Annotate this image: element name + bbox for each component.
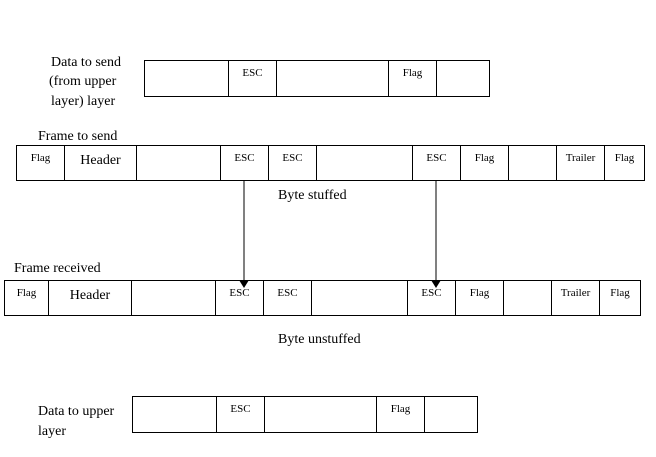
frame-received-row: Flag Header ESC ESC ESC Flag Trailer Fla…: [4, 280, 641, 316]
frame-received-cell-text: Header: [69, 288, 111, 303]
data-to-send-cell-esc: ESC: [228, 60, 277, 97]
data-to-upper-label-line1: Data to upper: [38, 404, 115, 419]
frame-received-cell-header: Header: [48, 280, 132, 316]
frame-to-send-cell: [136, 145, 221, 181]
frame-to-send-cell: [316, 145, 413, 181]
byte-unstuffed-caption: Byte unstuffed: [278, 332, 361, 347]
frame-received-cell: [503, 280, 552, 316]
data-to-send-cell-flag: Flag: [388, 60, 437, 97]
byte-stuffed-caption: Byte stuffed: [278, 188, 347, 203]
frame-received-cell-text: ESC: [421, 287, 442, 299]
data-to-upper-cell-esc: ESC: [216, 396, 265, 433]
frame-to-send-cell-text: Trailer: [565, 152, 596, 164]
data-to-upper-cell-flag: Flag: [376, 396, 425, 433]
frame-received-cell-text: Flag: [16, 287, 37, 299]
frame-to-send-cell-esc: ESC: [412, 145, 461, 181]
frame-received-cell: [311, 280, 408, 316]
frame-to-send-cell-text: ESC: [282, 152, 303, 164]
data-to-send-cell-text: ESC: [242, 67, 263, 79]
frame-to-send-cell: [508, 145, 557, 181]
data-to-send-label-line2: (from upper: [49, 74, 117, 89]
frame-to-send-cell-flag: Flag: [604, 145, 645, 181]
data-to-send-cell: [144, 60, 229, 97]
frame-received-cell-text: Flag: [469, 287, 490, 299]
data-to-upper-row: ESC Flag: [132, 396, 478, 433]
frame-to-send-cell-header: Header: [64, 145, 137, 181]
frame-received-cell-esc: ESC: [215, 280, 264, 316]
frame-to-send-cell-text: Flag: [30, 152, 51, 164]
frame-to-send-row: Flag Header ESC ESC ESC Flag Trailer Fla…: [16, 145, 645, 181]
frame-to-send-cell-text: Header: [80, 153, 121, 168]
frame-received-cell-trailer: Trailer: [551, 280, 600, 316]
frame-received-cell-text: Trailer: [560, 287, 591, 299]
data-to-send-label-line1: Data to send: [51, 55, 121, 70]
frame-received-cell-text: ESC: [277, 287, 298, 299]
frame-to-send-cell-flag: Flag: [460, 145, 509, 181]
frame-to-send-cell-esc: ESC: [220, 145, 269, 181]
frame-received-cell-flag: Flag: [455, 280, 504, 316]
frame-to-send-cell-text: Flag: [474, 152, 495, 164]
data-to-send-cell-text: Flag: [402, 67, 423, 79]
data-to-send-cell: [436, 60, 490, 97]
frame-received-cell: [131, 280, 216, 316]
frame-to-send-cell-trailer: Trailer: [556, 145, 605, 181]
frame-received-cell-flag: Flag: [4, 280, 49, 316]
frame-to-send-label: Frame to send: [38, 129, 118, 144]
data-to-send-row: ESC Flag: [144, 60, 490, 97]
data-to-upper-cell-text: ESC: [230, 403, 251, 415]
data-to-send-label-line3: layer) layer: [51, 94, 116, 109]
data-to-upper-cell: [424, 396, 478, 433]
data-to-upper-cell: [264, 396, 377, 433]
data-to-upper-label-line2: layer: [38, 424, 66, 439]
data-to-send-cell: [276, 60, 389, 97]
frame-received-cell-flag: Flag: [599, 280, 641, 316]
data-to-upper-cell-text: Flag: [390, 403, 411, 415]
frame-to-send-cell-text: Flag: [614, 152, 635, 164]
frame-received-cell-esc: ESC: [263, 280, 312, 316]
frame-to-send-cell-esc: ESC: [268, 145, 317, 181]
frame-received-cell-text: Flag: [610, 287, 630, 299]
frame-received-cell-text: ESC: [229, 287, 250, 299]
frame-received-label: Frame received: [14, 261, 101, 276]
frame-to-send-cell-text: ESC: [234, 152, 255, 164]
frame-received-cell-esc: ESC: [407, 280, 456, 316]
frame-to-send-cell-text: ESC: [426, 152, 447, 164]
frame-to-send-cell-flag: Flag: [16, 145, 65, 181]
data-to-upper-cell: [132, 396, 217, 433]
